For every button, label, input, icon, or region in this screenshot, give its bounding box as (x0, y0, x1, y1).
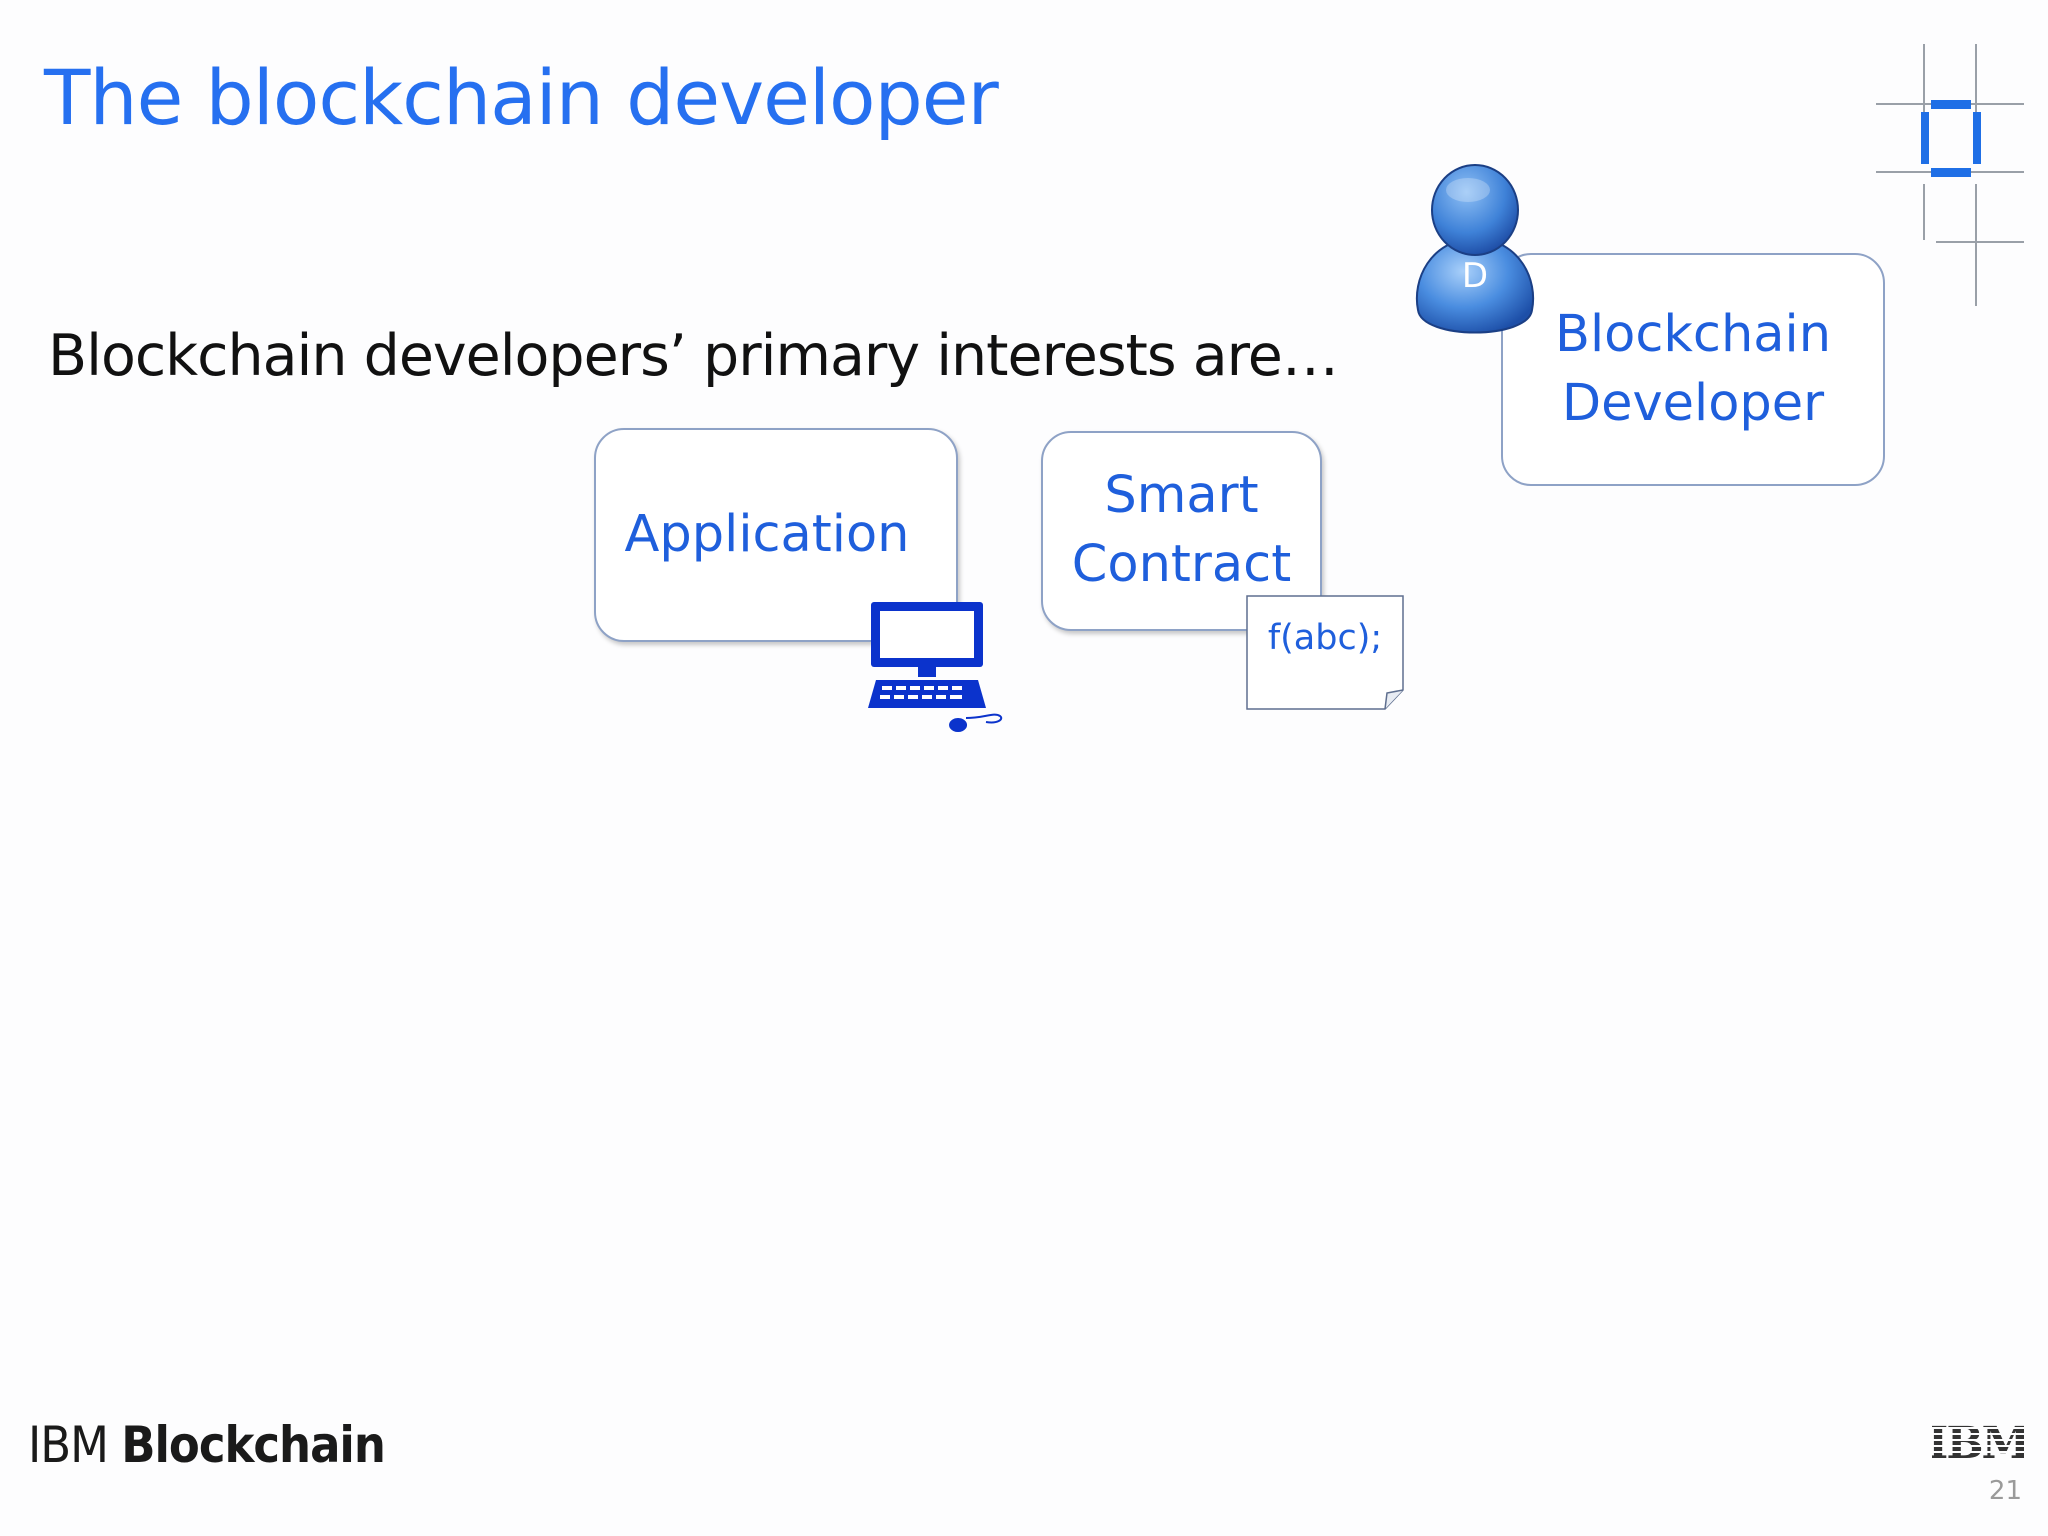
brand-bold: Blockchain (121, 1416, 386, 1474)
desktop-computer-icon (868, 602, 1003, 732)
corner-accent (1921, 100, 1981, 177)
developer-label-line1: Blockchain (1554, 304, 1832, 364)
application-label: Application (624, 504, 910, 564)
ibm-corner-bracket-icon (1876, 44, 2024, 306)
svg-text:IBM: IBM (1932, 1420, 2024, 1466)
developer-label-line2: Developer (1561, 373, 1825, 433)
person-icon (1415, 164, 1535, 334)
smart-contract-label-line1: Smart (1104, 466, 1259, 526)
smart-contract-box: Smart Contract (1041, 431, 1322, 631)
ibm-blockchain-brand: IBM Blockchain (28, 1416, 386, 1474)
page-number: 21 (1988, 1476, 2022, 1506)
slide-title: The blockchain developer (44, 53, 999, 142)
smart-contract-label-line2: Contract (1071, 535, 1292, 594)
developer-icon-letter: D (1461, 256, 1489, 296)
ibm-logo: IBM (1932, 1420, 2024, 1466)
slide-subtitle: Blockchain developers’ primary interests… (48, 323, 1339, 389)
code-note-icon (1246, 595, 1404, 710)
blockchain-developer-box: Blockchain Developer (1501, 253, 1885, 486)
brand-light: IBM (28, 1416, 109, 1474)
code-note-text: f(abc); (1267, 618, 1383, 658)
